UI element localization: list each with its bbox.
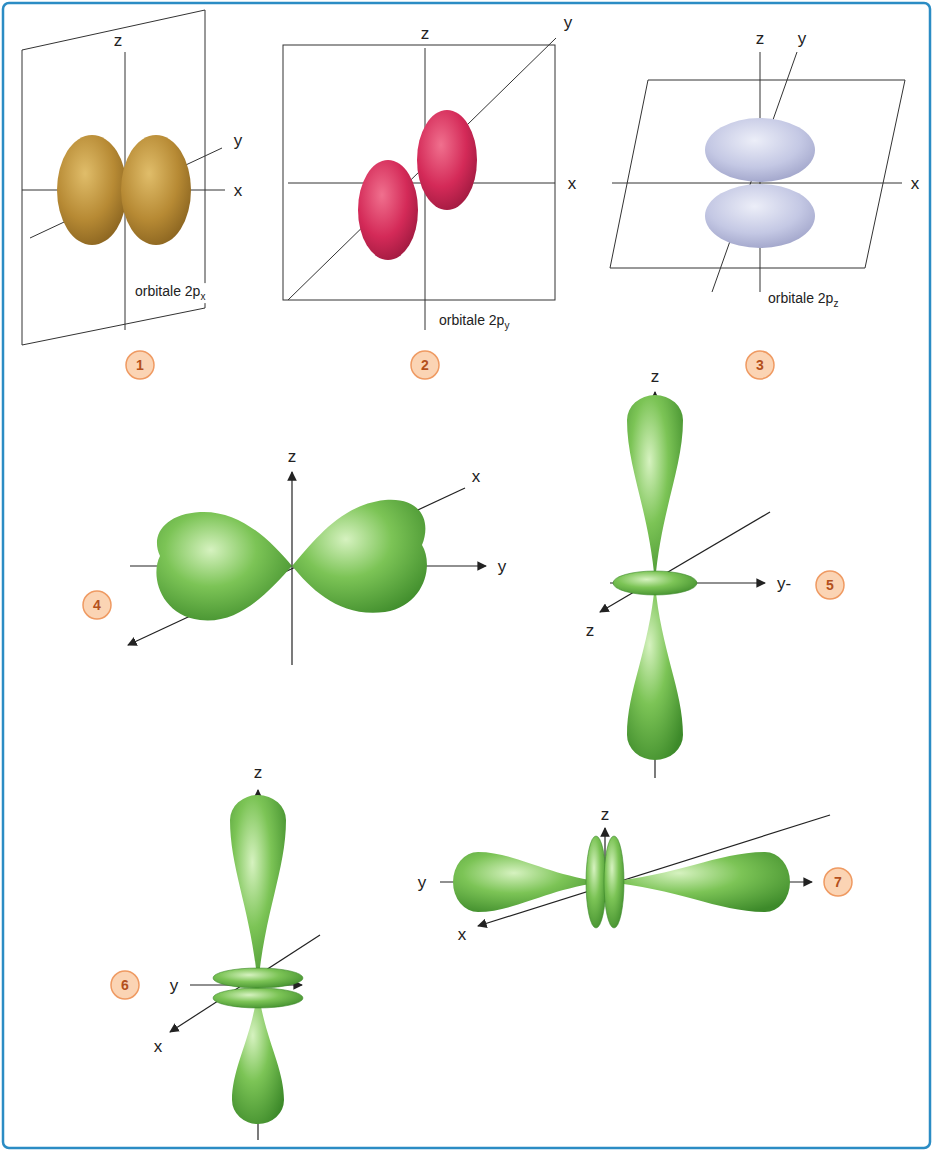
- axis-label: x: [456, 925, 469, 944]
- callout-number: 7: [834, 875, 842, 889]
- callout-number: 5: [826, 578, 834, 592]
- callout-number: 4: [93, 598, 101, 612]
- callout-number: 2: [421, 358, 429, 372]
- axis-label: z: [754, 29, 767, 48]
- axis-label: y-: [775, 574, 793, 593]
- axis-label: z: [112, 31, 125, 50]
- axis-label: z: [649, 367, 662, 386]
- axis-label: z: [599, 805, 612, 824]
- subscript: x: [200, 291, 205, 302]
- axis-label: x: [232, 181, 245, 200]
- axis-label: x: [470, 467, 483, 486]
- axis-label: x: [152, 1037, 165, 1056]
- orbital-caption: orbitale 2py: [437, 312, 511, 332]
- callout-number: 6: [121, 978, 129, 992]
- axis-label: z: [252, 763, 265, 782]
- axis-label: y: [232, 131, 245, 150]
- orbital-caption: orbitale 2px: [133, 283, 207, 303]
- callout-number: 3: [756, 358, 764, 372]
- axis-label: y: [796, 29, 809, 48]
- axis-label: y: [496, 557, 509, 576]
- orbital-caption: orbitale 2pz: [766, 290, 840, 310]
- subscript: z: [833, 298, 838, 309]
- axis-label: y: [168, 976, 181, 995]
- axis-label: z: [419, 24, 432, 43]
- axis-label: x: [909, 174, 922, 193]
- subscript: y: [504, 320, 509, 331]
- axis-label: z: [286, 447, 299, 466]
- callout-number: 1: [136, 358, 144, 372]
- axis-label: y: [562, 13, 575, 32]
- axis-label: z: [584, 621, 597, 640]
- axis-label: y: [416, 873, 429, 892]
- axis-label: x: [566, 174, 579, 193]
